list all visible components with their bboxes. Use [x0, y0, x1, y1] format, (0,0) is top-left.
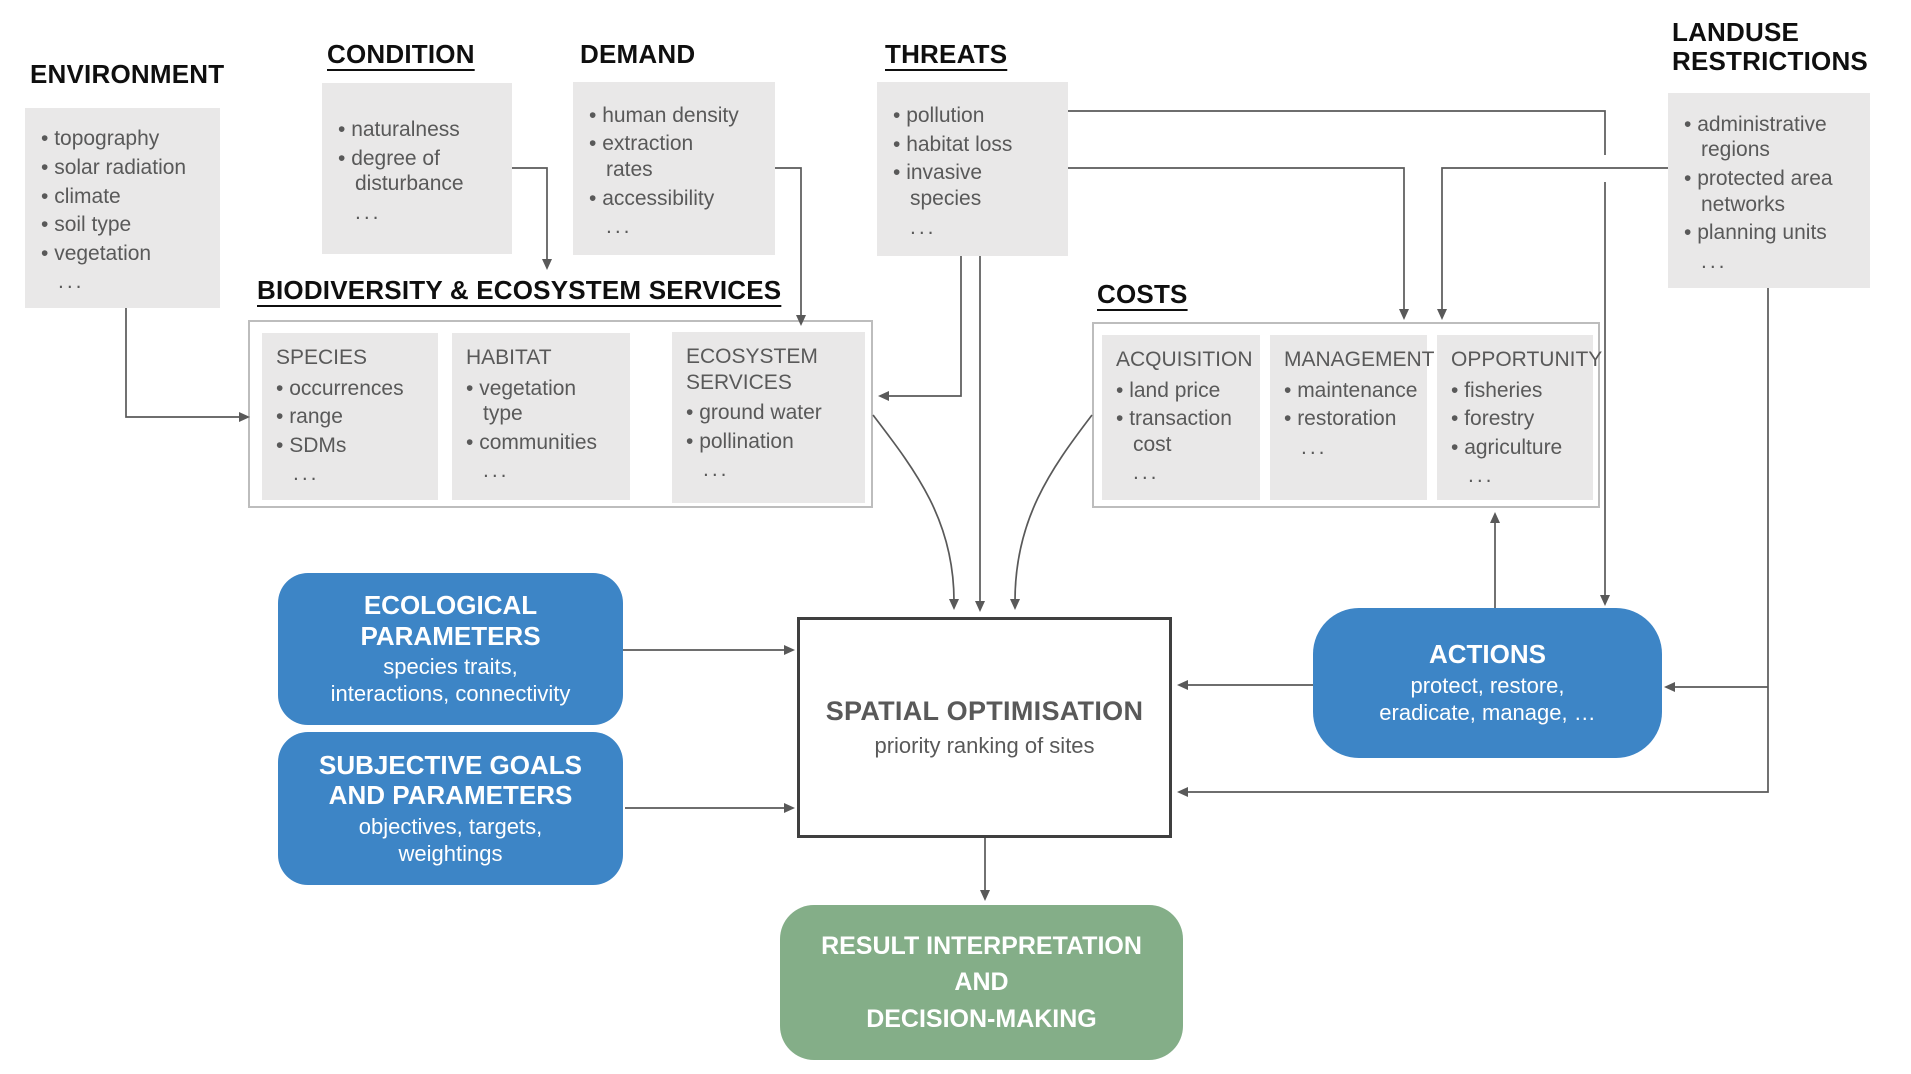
demand-items: human densityextraction rates accessibili… — [589, 100, 767, 214]
bullet-item: solar radiation — [41, 155, 212, 181]
ecosystem-services-items: ground water pollination — [686, 397, 857, 457]
management-ellipsis: ... — [1301, 435, 1328, 459]
bullet-item: maintenance — [1284, 378, 1419, 404]
bullet-item: soil type — [41, 212, 212, 238]
management-box: MANAGEMENT maintenancerestoration ... — [1270, 335, 1435, 500]
condition-ellipsis: ... — [355, 200, 382, 224]
environment-ellipsis: ... — [58, 270, 85, 294]
subjective-goals-title: SUBJECTIVE GOALS AND PARAMETERS — [319, 749, 582, 811]
bullet-item: occurrences — [276, 376, 430, 402]
bullet-item: planning units — [1684, 220, 1862, 246]
condition-items: naturalness degree of disturbance — [338, 114, 504, 200]
bullet-item: degree of disturbance — [338, 146, 504, 197]
arrow-threats-to-ecosystem-services — [878, 256, 962, 401]
actions-box: ACTIONS protect, restore, eradicate, man… — [1313, 608, 1662, 758]
species-box: SPECIES occurrencesrangeSDMs ... — [262, 333, 438, 500]
result-box: RESULT INTERPRETATION AND DECISION-MAKIN… — [780, 905, 1183, 1060]
acquisition-items: land pricetransaction cost — [1116, 375, 1252, 461]
arrow-condition-to-biodiversity — [512, 167, 552, 270]
demand-ellipsis: ... — [606, 215, 633, 239]
bullet-item: fisheries — [1451, 378, 1585, 404]
landuse-items: administrative regionsprotected area net… — [1684, 109, 1862, 249]
bullet-item: vegetation type — [466, 376, 622, 427]
ecological-parameters-subtitle: species traits, interactions, connectivi… — [330, 654, 571, 707]
acquisition-ellipsis: ... — [1133, 461, 1160, 485]
bullet-item: transaction cost — [1116, 406, 1252, 457]
acquisition-title: ACQUISITION — [1116, 348, 1253, 371]
bullet-item: invasive species — [893, 160, 1060, 211]
bullet-item: protected area networks — [1684, 166, 1862, 217]
bullet-item: extraction rates — [589, 131, 767, 182]
threats-items: pollution habitat lossinvasive species — [893, 100, 1060, 214]
bullet-item: pollution — [893, 103, 1060, 129]
result-text: RESULT INTERPRETATION AND DECISION-MAKIN… — [821, 932, 1142, 1033]
arrow-costs-to-optimisation — [1010, 414, 1093, 610]
ecosystem-services-box: ECOSYSTEM SERVICES ground water pollinati… — [672, 332, 865, 503]
landuse-box: administrative regionsprotected area net… — [1668, 93, 1870, 288]
arrow-biodiversity-to-optimisation — [872, 414, 959, 610]
bullet-item: naturalness — [338, 117, 504, 143]
landuse-title: LANDUSE RESTRICTIONS — [1672, 17, 1868, 77]
threats-ellipsis: ... — [910, 215, 937, 239]
bullet-item: climate — [41, 184, 212, 210]
opportunity-box: OPPORTUNITY fisheriesforestry agriculture… — [1437, 335, 1603, 500]
ecological-parameters-box: ECOLOGICAL PARAMETERS species traits, in… — [278, 573, 623, 725]
opportunity-items: fisheriesforestry agriculture — [1451, 375, 1585, 464]
biodiversity-heading: BIODIVERSITY & ECOSYSTEM SERVICES — [257, 275, 782, 305]
management-items: maintenancerestoration — [1284, 375, 1419, 435]
demand-box: human densityextraction rates accessibili… — [573, 82, 775, 255]
spatial-optimisation-box: SPATIAL OPTIMISATION priority ranking of… — [797, 617, 1172, 838]
spatial-optimisation-title: SPATIAL OPTIMISATION — [825, 696, 1144, 726]
species-items: occurrencesrangeSDMs — [276, 373, 430, 462]
environment-items: topography solar radiation climatesoil typ… — [41, 123, 212, 269]
management-title: MANAGEMENT — [1284, 348, 1435, 371]
bullet-item: ground water — [686, 400, 857, 426]
bullet-item: pollination — [686, 429, 857, 455]
threats-box: pollution habitat lossinvasive species ..… — [877, 82, 1068, 256]
bullet-item: range — [276, 404, 430, 430]
environment-box: topography solar radiation climatesoil typ… — [25, 108, 220, 308]
species-title: SPECIES — [276, 346, 368, 369]
bullet-item: topography — [41, 126, 212, 152]
line-threats-to-actions-upper — [1068, 110, 1606, 155]
bullet-item: communities — [466, 430, 622, 456]
bullet-item: restoration — [1284, 406, 1419, 432]
habitat-title: HABITAT — [466, 346, 552, 369]
ecological-parameters-title: ECOLOGICAL PARAMETERS — [360, 590, 541, 651]
condition-title: CONDITION — [327, 39, 475, 69]
species-ellipsis: ... — [293, 462, 320, 486]
environment-title: ENVIRONMENT — [30, 59, 225, 89]
opportunity-ellipsis: ... — [1468, 464, 1495, 488]
acquisition-box: ACQUISITION land pricetransaction cost .… — [1102, 335, 1260, 500]
bullet-item: human density — [589, 103, 767, 129]
arrow-landuse-to-costs — [1437, 167, 1668, 320]
bullet-item: accessibility — [589, 186, 767, 212]
subjective-goals-subtitle: objectives, targets, weightings — [358, 813, 543, 866]
bullet-item: land price — [1116, 378, 1252, 404]
costs-heading: COSTS — [1097, 279, 1188, 309]
landuse-ellipsis: ... — [1701, 249, 1728, 273]
threats-title: THREATS — [885, 39, 1008, 69]
bullet-item: habitat loss — [893, 132, 1060, 158]
habitat-items: vegetation type communities — [466, 373, 622, 459]
bullet-item: vegetation — [41, 241, 212, 267]
opportunity-title: OPPORTUNITY — [1451, 348, 1603, 371]
subjective-goals-box: SUBJECTIVE GOALS AND PARAMETERS objectiv… — [278, 732, 623, 885]
bullet-item: forestry — [1451, 406, 1585, 432]
arrow-environment-to-species — [125, 308, 250, 422]
ecosystem-services-title: ECOSYSTEM SERVICES — [686, 345, 818, 394]
ecosystem-services-ellipsis: ... — [703, 458, 730, 482]
demand-title: DEMAND — [580, 39, 696, 69]
bullet-item: SDMs — [276, 433, 430, 459]
habitat-box: HABITAT vegetation type communities ... — [452, 333, 630, 500]
habitat-ellipsis: ... — [483, 459, 510, 483]
condition-box: naturalness degree of disturbance ... — [322, 83, 512, 254]
spatial-optimisation-subtitle: priority ranking of sites — [874, 733, 1095, 758]
bullet-item: administrative regions — [1684, 112, 1862, 163]
actions-subtitle: protect, restore, eradicate, manage, … — [1379, 673, 1596, 725]
actions-title: ACTIONS — [1429, 639, 1546, 670]
bullet-item: agriculture — [1451, 435, 1585, 461]
